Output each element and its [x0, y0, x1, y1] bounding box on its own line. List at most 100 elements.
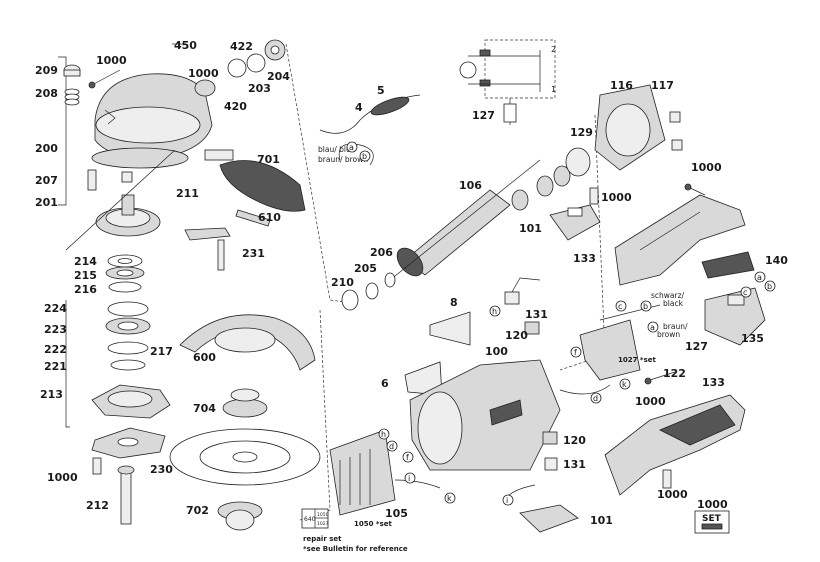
callout-205: 205 — [354, 262, 377, 275]
label-140 — [701, 251, 755, 279]
svg-text:i: i — [506, 496, 508, 505]
callout-610: 610 — [258, 211, 281, 224]
callout-5: 5 — [377, 84, 385, 97]
callout-1000a: 1000 — [96, 54, 127, 67]
lever-610 — [235, 209, 271, 227]
brush-holder-120a — [524, 321, 540, 335]
note-1050-set: 1050 *set — [354, 520, 392, 528]
svg-text:b: b — [767, 282, 772, 291]
snap-ring-224 — [107, 301, 149, 317]
callout-201: 201 — [35, 196, 58, 209]
callout-203: 203 — [248, 82, 271, 95]
nut-702 — [217, 501, 263, 531]
insulation-8 — [429, 311, 471, 346]
callout-206: 206 — [370, 246, 393, 259]
callout-200: 200 — [35, 142, 58, 155]
svg-text:a: a — [650, 323, 655, 332]
svg-text:i: i — [408, 474, 410, 483]
callout-420: 420 — [224, 100, 247, 113]
svg-text:h: h — [381, 430, 386, 439]
carbon-brush-131a — [504, 277, 541, 305]
gear-cover-ring — [91, 147, 189, 169]
carbon-brush-131b — [544, 457, 558, 471]
circle-marker-h2: h — [378, 428, 390, 440]
circle-marker-b2: b — [640, 300, 652, 312]
flange-704 — [222, 388, 268, 418]
washer-214 — [107, 254, 143, 268]
circle-marker-a3: a — [647, 321, 659, 333]
callout-131a: 131 — [525, 308, 548, 321]
circle-marker-c1: c — [615, 300, 627, 312]
switch-label-2: 2 — [551, 45, 556, 54]
callout-131b: 131 — [563, 458, 586, 471]
callout-135: 135 — [741, 332, 764, 345]
circle-marker-i2: i — [502, 494, 514, 506]
callout-1000c: 1000 — [47, 471, 78, 484]
screw-1000e — [684, 183, 706, 196]
circle-marker-a2: a — [754, 271, 766, 283]
ring-222 — [107, 341, 149, 355]
brush-holder-120b — [542, 431, 558, 445]
spindle-lock-231 — [184, 227, 231, 271]
callout-129: 129 — [570, 126, 593, 139]
bevel-gear — [95, 194, 161, 237]
callout-704: 704 — [193, 402, 216, 415]
badge-640: 640 — [304, 516, 316, 523]
bolt-201 — [121, 171, 133, 183]
svg-text:d: d — [593, 394, 598, 403]
callout-122: 122 — [663, 367, 686, 380]
callout-210: 210 — [331, 276, 354, 289]
callout-211: 211 — [176, 187, 199, 200]
stator-105 — [329, 429, 441, 516]
svg-text:k: k — [447, 494, 452, 503]
badge-1027: 1027 — [317, 521, 329, 527]
callout-4: 4 — [355, 101, 363, 114]
note-bulletin: *see Bulletin for reference — [303, 545, 408, 553]
switch-label-1: 1 — [551, 85, 556, 94]
bearing-223 — [105, 317, 151, 335]
bracket-left-upper — [58, 56, 67, 206]
callout-231: 231 — [242, 247, 265, 260]
handle-half-133a — [614, 194, 746, 286]
callout-600: 600 — [193, 351, 216, 364]
bearing-204 — [264, 39, 286, 61]
callout-207: 207 — [35, 174, 58, 187]
callout-1000f: 1000 — [635, 395, 666, 408]
brush-cap-101b — [504, 484, 579, 533]
ring-203 — [246, 53, 266, 73]
callout-702: 702 — [186, 504, 209, 517]
callout-214: 214 — [74, 255, 97, 268]
callout-221: 221 — [44, 360, 67, 373]
callout-8: 8 — [450, 296, 458, 309]
svg-text:f: f — [406, 453, 409, 462]
circle-marker-d2: d — [386, 440, 398, 452]
note-brown-wire2-1: braun/ — [663, 322, 688, 331]
callout-216: 216 — [74, 283, 97, 296]
circle-marker-c2: c — [740, 286, 752, 298]
bearing-set — [511, 147, 591, 211]
callout-101b: 101 — [590, 514, 613, 527]
spindle-212 — [117, 465, 135, 525]
callout-217: 217 — [150, 345, 173, 358]
cover-101a — [549, 204, 601, 241]
callout-1000d: 1000 — [601, 191, 632, 204]
screw-122 — [644, 371, 676, 385]
callout-450: 450 — [174, 39, 197, 52]
callout-127a: 127 — [472, 109, 495, 122]
handle-half-133b — [604, 394, 746, 496]
circle-marker-i1: i — [404, 472, 416, 484]
screw-1000d — [589, 187, 599, 205]
callout-208: 208 — [35, 87, 58, 100]
callout-701: 701 — [257, 153, 280, 166]
svg-text:c: c — [743, 288, 747, 297]
callout-213: 213 — [40, 388, 63, 401]
bracket-213 — [65, 300, 70, 428]
callout-1000g: 1000 — [657, 488, 688, 501]
callout-212: 212 — [86, 499, 109, 512]
callout-230: 230 — [150, 463, 173, 476]
lock-button-420 — [194, 79, 216, 97]
brush-holder-127 — [559, 304, 661, 395]
badge-1050: 1050 — [317, 512, 329, 518]
callout-140: 140 — [765, 254, 788, 267]
